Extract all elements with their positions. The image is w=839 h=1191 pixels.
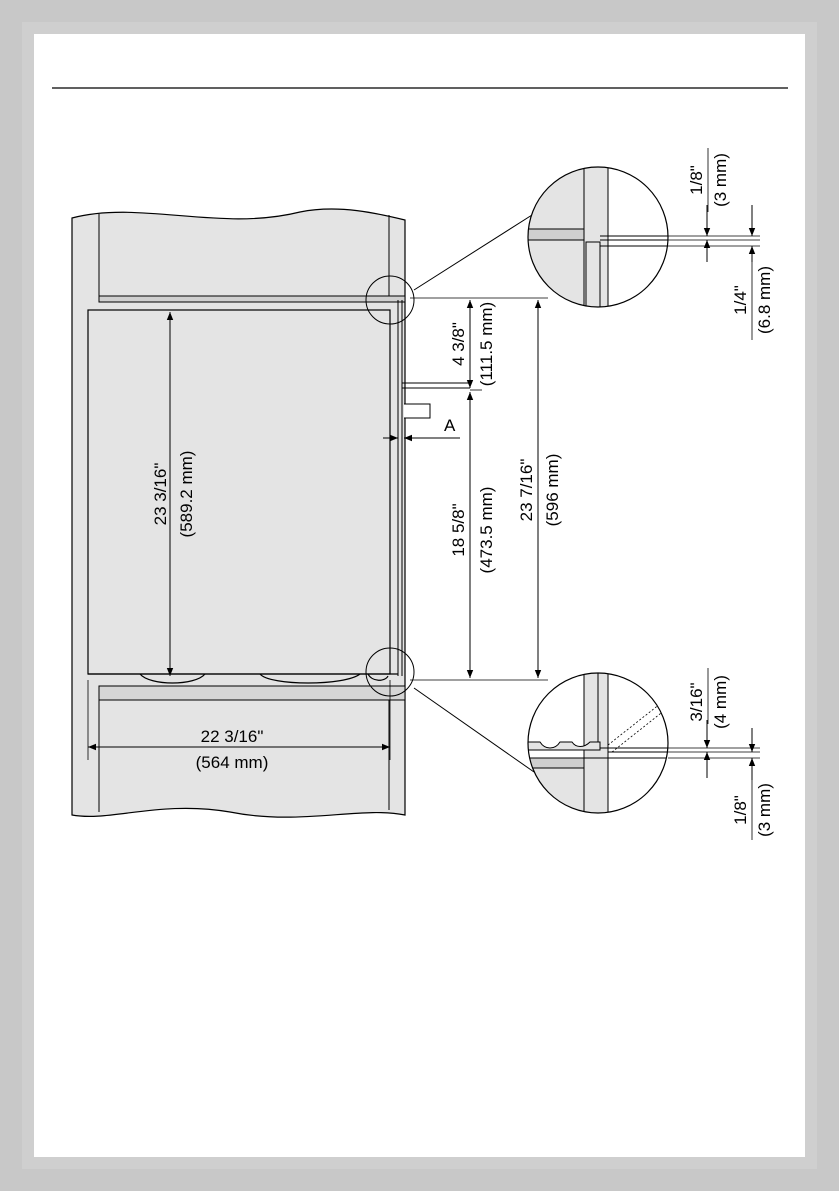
point-a-label: A xyxy=(444,416,456,435)
width-imperial: 22 3/16" xyxy=(201,727,264,746)
detail-top-leader xyxy=(414,215,532,290)
total-height-metric: (596 mm) xyxy=(543,454,562,527)
width-metric: (564 mm) xyxy=(196,753,269,772)
top-to-handle-metric: (111.5 mm) xyxy=(477,302,496,386)
handle-to-bottom-imperial: 18 5/8" xyxy=(449,503,468,556)
detail-top-offset-imperial: 1/4" xyxy=(731,285,750,315)
detail-bottom-leader xyxy=(414,688,534,772)
detail-bottom-gap-metric: (4 mm) xyxy=(711,675,730,729)
detail-bottom-view xyxy=(520,660,680,818)
detail-bottom-gap-imperial: 3/16" xyxy=(687,682,706,721)
niche-height-metric: (589.2 mm) xyxy=(177,451,196,538)
handle-bracket xyxy=(404,404,430,418)
niche-height-imperial: 23 3/16" xyxy=(151,463,170,526)
detail-top-view xyxy=(520,160,680,332)
top-shelf xyxy=(99,296,405,302)
appliance-front xyxy=(88,310,390,674)
top-to-handle-imperial: 4 3/8" xyxy=(449,322,468,366)
detail-top-gap-imperial: 1/8" xyxy=(687,165,706,195)
detail-top-offset-metric: (6.8 mm) xyxy=(755,266,774,334)
handle-to-bottom-metric: (473.5 mm) xyxy=(477,487,496,574)
bottom-shelf xyxy=(99,686,405,700)
detail-bottom-offset-imperial: 1/8" xyxy=(731,795,750,825)
detail-top-gap-metric: (3 mm) xyxy=(711,153,730,207)
detail-bottom-offset-metric: (3 mm) xyxy=(755,783,774,837)
total-height-imperial: 23 7/16" xyxy=(517,459,536,522)
